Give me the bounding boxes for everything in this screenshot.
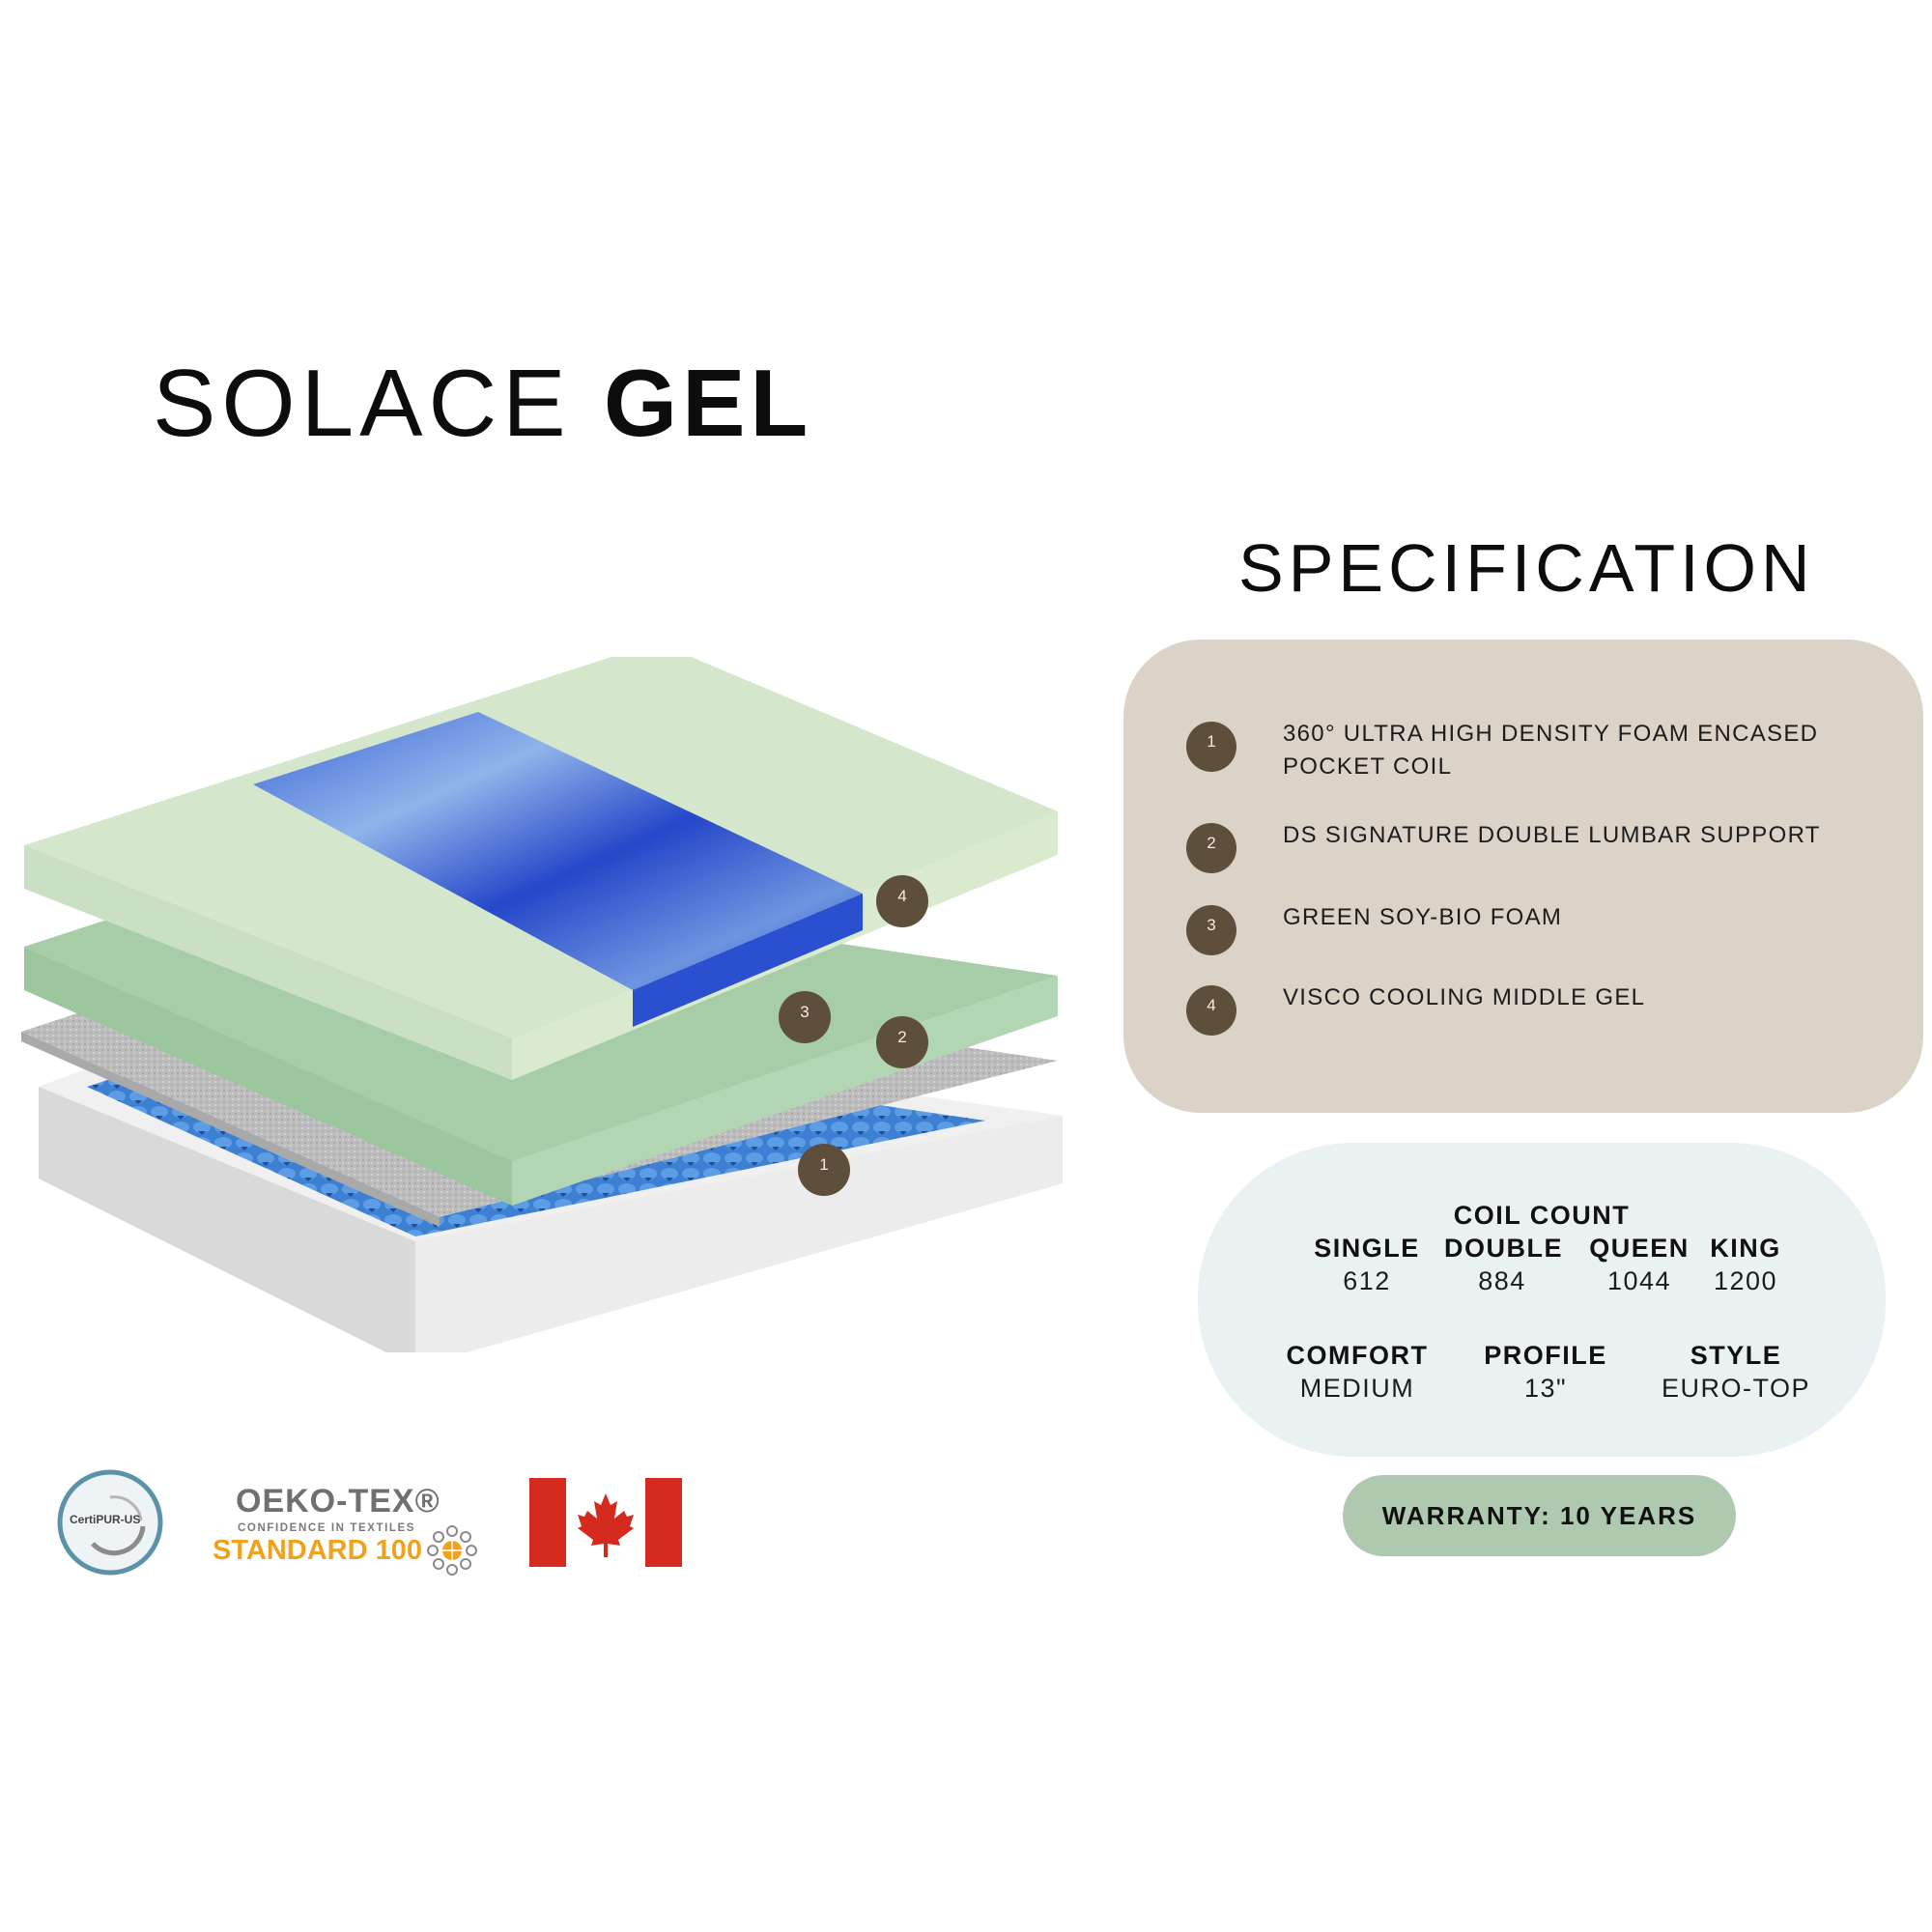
spec-item-2: 2 DS SIGNATURE DOUBLE LUMBAR SUPPORT	[1186, 822, 1882, 873]
coil-size-label: QUEEN	[1589, 1234, 1690, 1263]
layer-badge-3: 3	[779, 991, 831, 1043]
coil-count-title: COIL COUNT	[1453, 1201, 1631, 1230]
spec-item-3: 3 GREEN SOY-BIO FOAM	[1186, 904, 1882, 955]
coil-size-value: 1044	[1606, 1266, 1672, 1295]
spec-text-2: DS SIGNATURE DOUBLE LUMBAR SUPPORT	[1283, 822, 1821, 848]
coil-size-value: 612	[1343, 1266, 1391, 1295]
coil-count-panel: COIL COUNT SINGLE 612 DOUBLE 884 QUEEN 1…	[1198, 1143, 1886, 1457]
spec-item-4: 4 VISCO COOLING MIDDLE GEL	[1186, 984, 1882, 1036]
layer-badge-2: 2	[876, 1016, 928, 1068]
warranty-badge: WARRANTY: 10 YEARS	[1343, 1475, 1736, 1556]
attribute-value: MEDIUM	[1299, 1374, 1415, 1403]
spec-badge-3: 3	[1186, 905, 1236, 955]
attribute-style: STYLE EURO-TOP	[1644, 1339, 1828, 1405]
spec-text-1: 360° ULTRA HIGH DENSITY FOAM ENCASED POC…	[1283, 721, 1819, 780]
layer-badge-1: 1	[798, 1144, 850, 1196]
specification-title: SPECIFICATION	[1238, 530, 1815, 606]
canada-flag	[529, 1478, 682, 1567]
mattress-layers-illustration: 4 3 2 1	[0, 642, 1082, 1367]
coil-size-label: SINGLE	[1314, 1234, 1420, 1263]
coil-size-double: DOUBLE 884	[1444, 1232, 1563, 1297]
coil-size-single: SINGLE 612	[1309, 1232, 1425, 1297]
certipur-us-logo: CertiPUR-US	[56, 1468, 164, 1577]
attribute-comfort: COMFORT MEDIUM	[1275, 1339, 1439, 1405]
coil-size-king: KING 1200	[1697, 1232, 1794, 1297]
specification-panel: 1 360° ULTRA HIGH DENSITY FOAM ENCASED P…	[1123, 639, 1923, 1113]
spec-item-1: 1 360° ULTRA HIGH DENSITY FOAM ENCASED P…	[1186, 721, 1882, 783]
product-title-light: SOLACE	[153, 350, 572, 456]
spec-badge-1: 1	[1186, 722, 1236, 772]
layer-badge-4: 4	[876, 875, 928, 927]
coil-size-label: KING	[1710, 1234, 1781, 1263]
oeko-tex-logo: OEKO-TEX® CONFIDENCE IN TEXTILES STANDAR…	[213, 1483, 483, 1576]
product-title-bold: GEL	[603, 350, 813, 456]
maple-leaf-flag-icon	[529, 1478, 682, 1567]
oeko-tex-tagline: CONFIDENCE IN TEXTILES	[238, 1522, 416, 1534]
attribute-profile: PROFILE 13"	[1463, 1339, 1628, 1405]
attribute-value: 13"	[1523, 1374, 1568, 1403]
spec-text-4: VISCO COOLING MIDDLE GEL	[1283, 984, 1646, 1010]
coil-size-queen: QUEEN 1044	[1581, 1232, 1697, 1297]
certipur-us-text: CertiPUR-US	[70, 1513, 141, 1526]
coil-size-label: DOUBLE	[1444, 1234, 1563, 1263]
coil-size-value: 1200	[1713, 1266, 1778, 1295]
spec-text-3: GREEN SOY-BIO FOAM	[1283, 904, 1563, 930]
certipur-us-icon	[57, 1469, 163, 1576]
oeko-tex-globe-icon	[427, 1525, 477, 1576]
product-title: SOLACE GEL	[153, 355, 812, 450]
attribute-label: PROFILE	[1484, 1341, 1607, 1370]
spec-badge-4: 4	[1186, 985, 1236, 1036]
oeko-tex-standard: STANDARD 100	[213, 1535, 423, 1566]
oeko-tex-name: OEKO-TEX®	[236, 1483, 440, 1520]
attribute-label: COMFORT	[1286, 1341, 1429, 1370]
attribute-label: STYLE	[1690, 1341, 1782, 1370]
attribute-value: EURO-TOP	[1661, 1374, 1810, 1403]
mattress-illustration-graphic	[21, 642, 1063, 1367]
spec-badge-2: 2	[1186, 823, 1236, 873]
coil-size-value: 884	[1478, 1266, 1526, 1295]
